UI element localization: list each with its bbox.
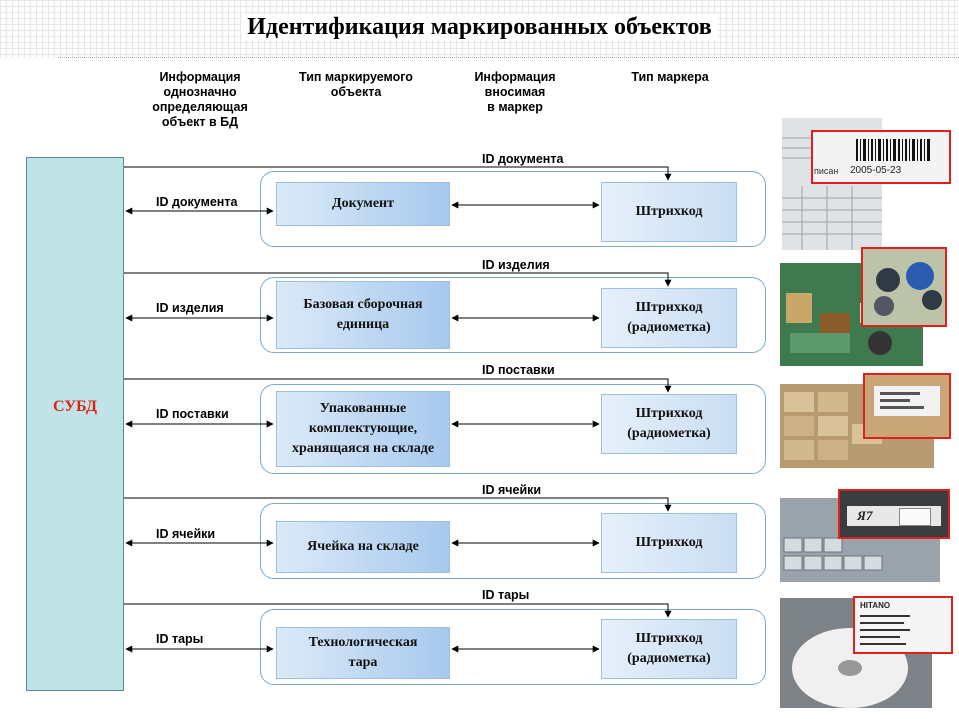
id-label-assembly: ID изделия bbox=[156, 301, 224, 315]
doc-photo-word: писан bbox=[814, 166, 839, 176]
id-label-supply: ID поставки bbox=[156, 407, 229, 421]
marker-supply: Штрихкод (радиометка) bbox=[601, 394, 737, 454]
title-divider bbox=[58, 57, 959, 58]
capacitor-closeup bbox=[862, 248, 946, 326]
marker-assembly: Штрихкод (радиометка) bbox=[601, 288, 737, 348]
document-table-graphic bbox=[782, 137, 882, 250]
highlight-frame bbox=[811, 130, 951, 184]
id-flow-line-supply bbox=[124, 378, 672, 393]
marker-document: Штрихкод bbox=[601, 182, 737, 242]
object-document: Документ bbox=[276, 182, 450, 226]
reel-label-graphic bbox=[860, 615, 910, 645]
cell-label-closeup: Я7 bbox=[839, 490, 949, 538]
top-label-cell: ID ячейки bbox=[482, 483, 542, 497]
box-label-graphic bbox=[874, 386, 940, 416]
id-label-container: ID тары bbox=[156, 632, 204, 646]
barcode-closeup: писан 2005-05-23 bbox=[812, 131, 950, 183]
reel-label-closeup: HITANO bbox=[854, 597, 952, 653]
top-label-document: ID документа bbox=[482, 152, 564, 166]
page-title: Идентификация маркированных объектов bbox=[0, 14, 959, 41]
highlight-frame bbox=[838, 489, 950, 539]
boxes-graphic bbox=[784, 392, 882, 460]
cells-graphic bbox=[783, 537, 883, 571]
marker-container: Штрихкод (радиометка) bbox=[601, 619, 737, 679]
object-supply: Упакованные комплектующие, хранящаяся на… bbox=[276, 391, 450, 467]
id-label-cell: ID ячейки bbox=[156, 527, 216, 541]
object-assembly: Базовая сборочная единица bbox=[276, 281, 450, 349]
box-label-closeup bbox=[864, 374, 950, 438]
doc-photo-date: 2005-05-23 bbox=[850, 165, 902, 176]
top-label-container: ID тары bbox=[482, 588, 530, 602]
id-flow-line-container bbox=[124, 603, 672, 618]
database-block bbox=[26, 157, 124, 691]
id-flow-line-document bbox=[124, 166, 672, 181]
highlight-frame bbox=[863, 373, 951, 439]
object-cell: Ячейка на складе bbox=[276, 521, 450, 573]
highlight-frame bbox=[853, 596, 953, 654]
id-flow-line-assembly bbox=[124, 272, 672, 287]
object-container: Технологическая тара bbox=[276, 627, 450, 679]
cell-label-text: Я7 bbox=[857, 508, 873, 523]
capacitor-graphic bbox=[862, 248, 946, 326]
barcode-icon bbox=[856, 139, 930, 161]
column-header-marker-type: Тип маркера bbox=[631, 70, 709, 84]
marker-cell: Штрихкод bbox=[601, 513, 737, 573]
top-label-supply: ID поставки bbox=[482, 363, 555, 377]
id-label-document: ID документа bbox=[156, 195, 238, 209]
highlight-frame bbox=[861, 247, 947, 327]
database-label: СУБД bbox=[52, 398, 98, 415]
id-flow-line-cell bbox=[124, 497, 672, 512]
top-label-assembly: ID изделия bbox=[482, 258, 550, 272]
reel-label-brand: HITANO bbox=[860, 601, 891, 610]
